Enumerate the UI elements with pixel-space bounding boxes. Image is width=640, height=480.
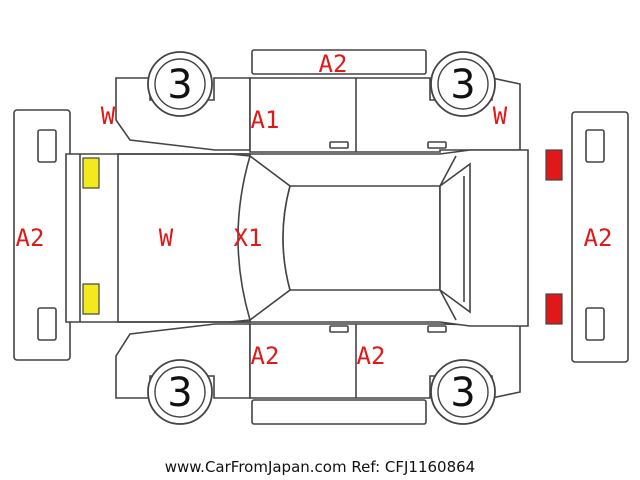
footer-reference: www.CarFromJapan.com Ref: CFJ1160864 bbox=[165, 458, 475, 476]
wheel-front-right-grade: 3 bbox=[167, 370, 192, 416]
car-top-view bbox=[65, 149, 529, 327]
left-taillight bbox=[545, 149, 563, 181]
wheel-front-left: 3 bbox=[147, 51, 213, 117]
wheel-front-right: 3 bbox=[147, 359, 213, 425]
label-front-right-w: W bbox=[493, 102, 508, 130]
label-front-left-w: W bbox=[101, 102, 116, 130]
wheel-rear-right: 3 bbox=[430, 359, 496, 425]
label-roof-a2: A2 bbox=[319, 50, 348, 78]
label-front-bumper-a2: A2 bbox=[16, 224, 45, 252]
wheel-rear-left: 3 bbox=[430, 51, 496, 117]
label-left-front-door-a1: A1 bbox=[251, 106, 280, 134]
roof-panel bbox=[282, 185, 441, 291]
left-headlight bbox=[82, 157, 100, 189]
label-right-front-door-a2: A2 bbox=[251, 342, 280, 370]
label-hood-w: W bbox=[159, 224, 174, 252]
wheel-rear-left-grade: 3 bbox=[450, 62, 475, 108]
label-windshield-x1: X1 bbox=[234, 224, 263, 252]
rear-bumper bbox=[571, 111, 629, 363]
right-taillight bbox=[545, 293, 563, 325]
rear-window bbox=[439, 162, 471, 314]
wheel-rear-right-grade: 3 bbox=[450, 370, 475, 416]
label-right-rear-door-a2: A2 bbox=[357, 342, 386, 370]
wheel-front-left-grade: 3 bbox=[167, 62, 192, 108]
right-headlight bbox=[82, 283, 100, 315]
label-rear-bumper-a2: A2 bbox=[584, 224, 613, 252]
